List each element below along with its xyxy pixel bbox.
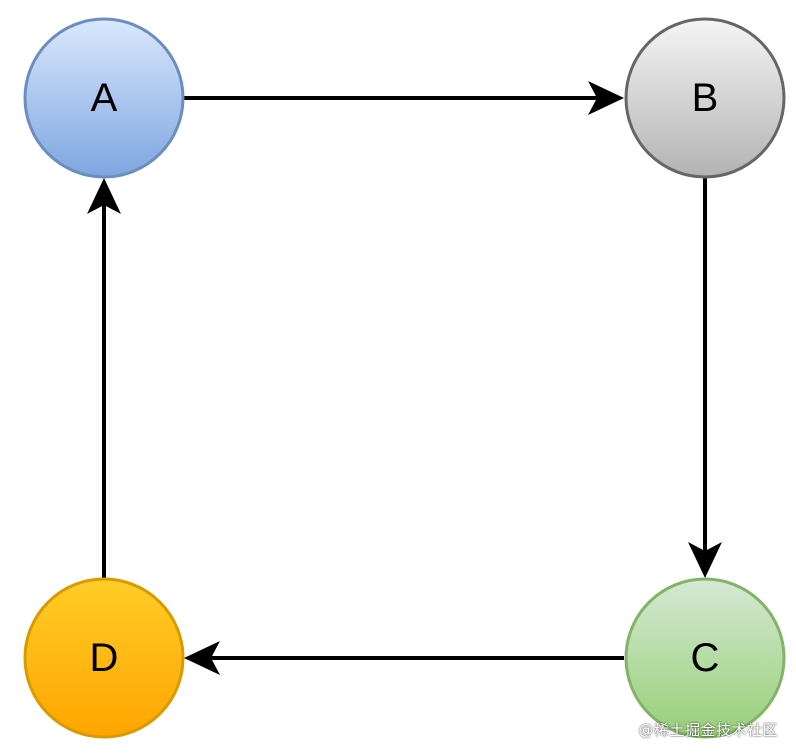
node-d-label: D [90,636,119,680]
watermark-text: @稀土掘金技术社区 [638,721,778,739]
edge-d-to-a [87,178,121,578]
arrowhead-down-icon [688,542,722,578]
node-b-label: B [692,76,719,120]
node-a[interactable]: A [23,17,185,179]
edge-b-to-c [688,178,722,578]
node-b[interactable]: B [624,17,786,179]
node-a-label: A [91,76,118,120]
edge-a-to-b [184,81,624,115]
node-d[interactable]: D [23,577,185,739]
arrowhead-left-icon [184,641,220,675]
arrowhead-up-icon [87,178,121,214]
node-c-label: C [691,636,720,680]
edge-c-to-d [184,641,624,675]
arrowhead-right-icon [588,81,624,115]
node-c[interactable]: C [624,577,786,739]
